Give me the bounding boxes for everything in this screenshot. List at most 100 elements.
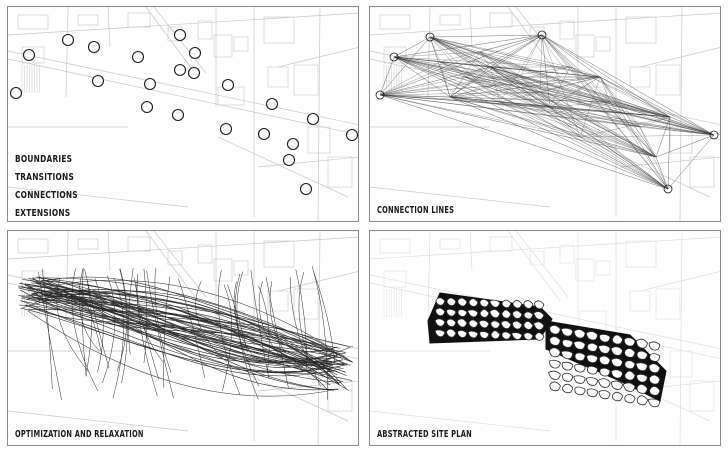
road-line [680,7,682,222]
legend-boundaries: BOUNDARIES [15,151,78,169]
site-node [24,50,35,61]
building-block [384,271,406,287]
legend-transitions: TRANSITIONS [15,169,78,187]
site-node [347,130,358,141]
road-line [580,137,710,197]
connection-lines [376,31,718,193]
site-node [189,68,200,79]
site-node [301,184,312,195]
plan-cell [575,364,585,372]
building-block [596,261,610,275]
road-line [258,157,359,167]
connection-map [370,7,721,222]
relaxation-map [8,231,359,446]
connection-line [490,35,542,67]
plan-cell [562,373,572,381]
connection-line [480,35,542,52]
connection-line [430,35,542,37]
plan-cell [575,387,585,395]
connection-line [430,37,500,102]
road-line [154,231,206,297]
building-block [656,65,680,95]
road-line [470,7,472,47]
building-block [630,67,650,87]
plan-cell [502,332,511,339]
site-node [133,52,144,63]
building-block [268,67,288,87]
site-node [288,139,299,150]
panel-caption: OPTIMIZATION AND RELAXATION [15,429,144,440]
plan-cell [575,353,585,361]
legend-extensions: EXTENSIONS [15,205,78,222]
building-block [328,157,352,187]
site-node [284,155,295,166]
building-block [234,261,248,275]
site-node [89,42,100,53]
building-block [440,239,460,249]
connection-line [450,77,465,97]
plan-cell [513,300,522,308]
plan-cell [561,351,572,359]
site-node [267,99,278,110]
legend-connections: CONNECTIONS [15,187,78,205]
building-block [690,157,714,187]
plan-cell [649,342,660,350]
road-line [370,13,721,35]
road-line [680,231,682,446]
plan-cell [599,334,610,342]
building-block [626,241,656,267]
connection-line [430,37,656,157]
road-line [370,411,550,431]
building-block [560,21,574,39]
building-block [198,245,212,263]
connection-line [610,102,714,135]
plan-cell [502,300,511,308]
plan-cell [599,391,610,399]
plan-cell [637,351,647,359]
connection-line [570,67,668,189]
site-node [223,80,234,91]
building-block [576,259,594,281]
site-node [308,114,319,125]
building-block [198,21,212,39]
plan-cell [587,378,598,386]
connection-line [430,37,714,135]
panel-optimization-relaxation: OPTIMIZATION AND RELAXATION [7,230,359,446]
plan-cell [549,371,561,379]
connection-line [465,77,668,189]
connection-line [450,97,668,189]
plan-cell [587,366,597,374]
building-block [626,17,656,43]
plan-cell [612,392,622,401]
panel-caption: CONNECTION LINES [377,205,454,216]
building-block [234,37,248,51]
site-node [221,124,232,135]
road-line [108,231,110,271]
panel-caption: ABSTRACTED SITE PLAN [377,429,472,440]
building-block [78,15,98,25]
building-block [18,239,48,253]
plan-cell [625,361,635,369]
road-line [428,231,430,321]
connection-line [430,37,600,77]
plan-cell [524,312,533,319]
building-block [268,291,288,311]
plan-cell [562,340,572,348]
building-block [294,289,318,319]
site-node [173,110,184,121]
building-block [630,291,650,311]
road-line [370,187,550,207]
building-block [656,289,680,319]
plan-cell [611,381,622,389]
building-block [576,35,594,57]
building-block [214,35,232,57]
building-block [264,17,294,43]
plan-cell [625,395,635,403]
connection-line [640,127,668,189]
building-block [560,245,574,263]
site-node [142,102,153,113]
plan-cell [600,368,610,376]
building-block [214,259,232,281]
connection-line [668,135,714,189]
relaxed-curve [22,298,338,371]
